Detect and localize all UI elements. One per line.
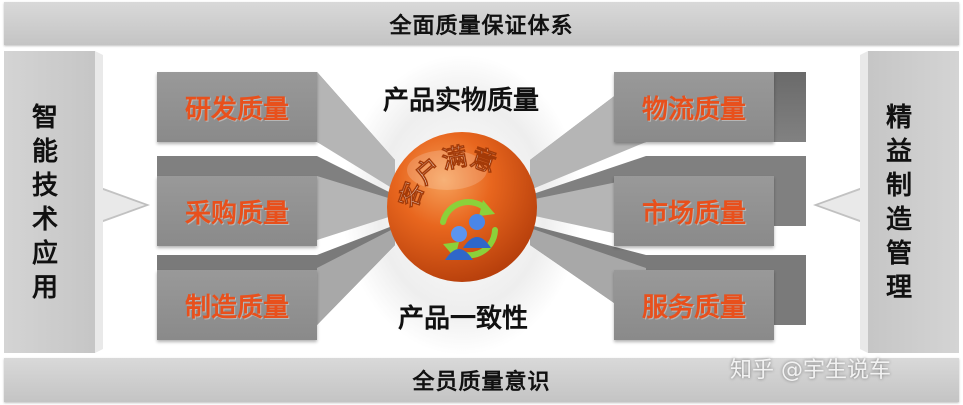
top-band-label: 全面质量保证体系 <box>389 13 574 39</box>
left-arrow-shape <box>4 51 150 353</box>
bevel-left-3-side <box>317 228 395 325</box>
service-quality-box: 服务质量 <box>614 270 774 340</box>
left-char: 术 <box>31 205 58 235</box>
right-side-label: 精 益 制 造 管 理 <box>872 55 926 351</box>
right-arrow-edge <box>818 51 868 353</box>
left-char: 用 <box>31 273 58 303</box>
left-char: 技 <box>31 171 58 201</box>
center-top-label: 产品实物质量 <box>383 86 540 116</box>
sphere-highlight <box>407 150 487 190</box>
center-bottom-label: 产品一致性 <box>398 304 529 334</box>
bevel-left-1-side <box>317 72 395 190</box>
right-char: 精 <box>885 103 912 133</box>
sphere-body <box>387 132 537 282</box>
right-char: 管 <box>885 239 912 269</box>
rd-quality-box: 研发质量 <box>157 72 317 142</box>
bevel-left-2-side <box>317 176 395 240</box>
left-side-label: 智 能 技 术 应 用 <box>18 55 72 351</box>
purchasing-quality-box: 采购质量 <box>157 176 317 246</box>
left-char: 应 <box>31 239 58 269</box>
right-char: 理 <box>885 273 912 303</box>
left-char: 智 <box>31 103 58 133</box>
right-char: 制 <box>885 171 912 201</box>
top-band: 全面质量保证体系 <box>4 2 959 45</box>
left-char: 能 <box>31 137 58 167</box>
customer-satisfaction-sphere: 客户满意 <box>387 132 537 282</box>
right-arrow-shape <box>813 51 959 353</box>
users-exchange-icon <box>440 199 498 260</box>
logistics-quality-box: 物流质量 <box>614 72 774 142</box>
left-arrow-edge <box>95 51 145 353</box>
bottom-band-label: 全员质量意识 <box>412 370 551 395</box>
manufacturing-quality-box: 制造质量 <box>157 270 317 340</box>
right-char: 益 <box>885 137 912 167</box>
market-quality-box: 市场质量 <box>614 176 774 246</box>
right-char: 造 <box>885 205 912 235</box>
bottom-band: 全员质量意识 <box>4 358 959 402</box>
watermark: 知乎 @宇生说车 <box>730 358 891 383</box>
